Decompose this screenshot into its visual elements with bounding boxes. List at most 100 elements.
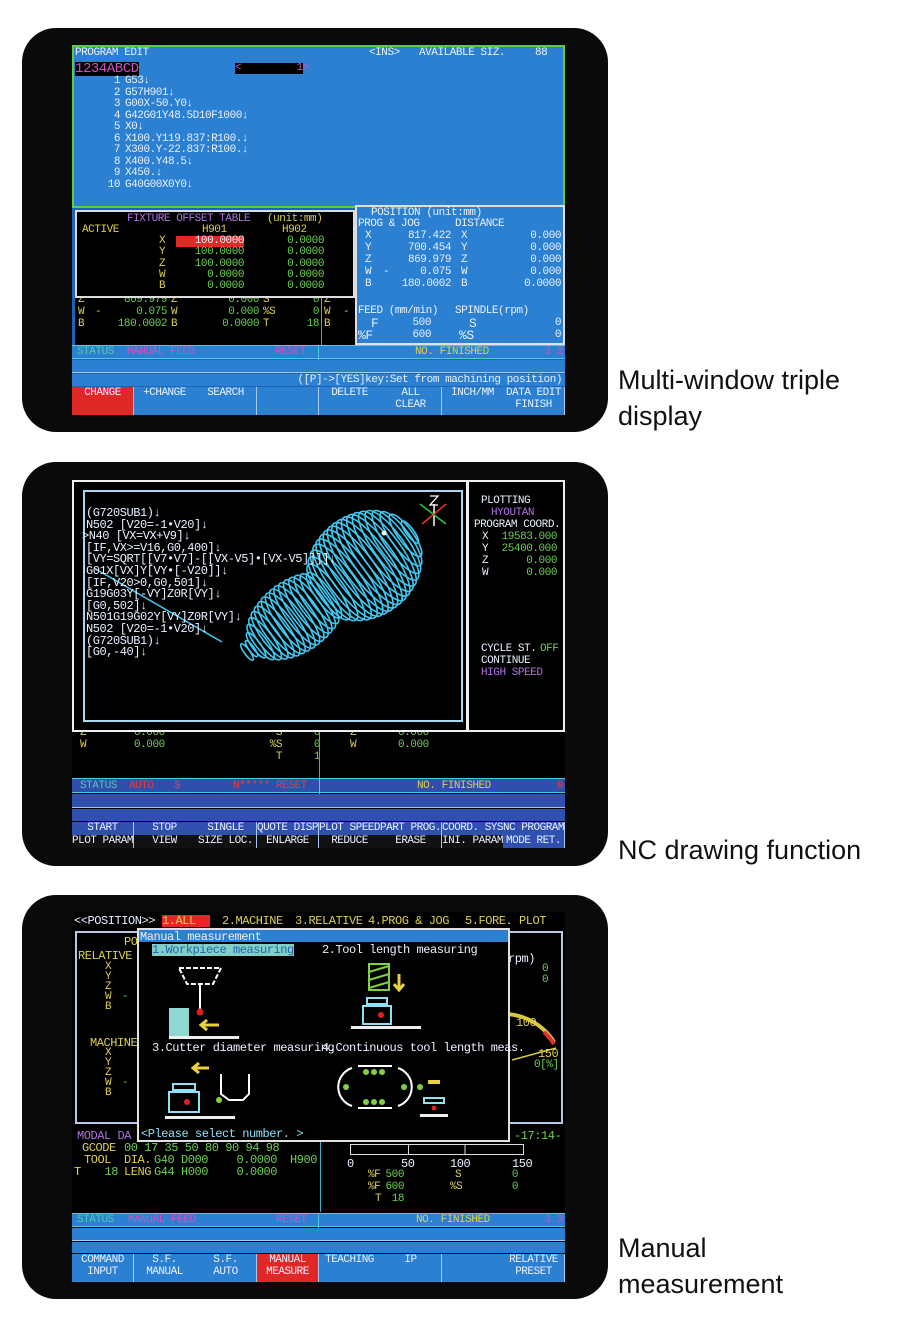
screen2-top-softkey-6[interactable]: PART PROG. <box>380 822 442 835</box>
position-tab-1[interactable]: 1.ALL <box>162 915 210 927</box>
line-number: 7 <box>113 144 121 156</box>
program-line[interactable]: X300.Y-22.837:R100.↓ <box>125 144 249 156</box>
nc-code-line: G19G03Y[-VY]Z0R[VY]↓ <box>86 587 222 602</box>
offset-value-h902[interactable]: 0.0000 <box>287 268 324 281</box>
screen1-softkey-6[interactable]: ALL CLEAR <box>380 387 442 415</box>
screen2-bottom-softkey-2[interactable]: VIEW <box>134 835 196 848</box>
axis-label: Z <box>105 1067 112 1079</box>
program-line[interactable]: G53↓ <box>125 75 150 87</box>
offset-value-h902[interactable]: 0.0000 <box>287 235 324 247</box>
screen2-top-softkey-2[interactable]: STOP <box>134 822 196 835</box>
offset-value-h902[interactable]: 0.0000 <box>287 257 324 270</box>
status-mode: MANUAL FEED <box>128 1214 196 1226</box>
screen2-top-softkey-8[interactable]: NC PROGRAM <box>503 822 565 835</box>
program-line[interactable]: G42G01Y48.5D10F1000↓ <box>125 109 249 122</box>
screen2-top-softkey-4[interactable]: QUOTE DISP <box>257 822 319 835</box>
screen2-bottom-softkey-5[interactable]: REDUCE <box>319 835 381 848</box>
screen2-top-softkey-3[interactable]: SINGLE <box>195 822 257 835</box>
screen2-bottom-softkey-1[interactable]: PLOT PARAM <box>72 835 134 848</box>
offset-axis-label: B <box>159 280 166 293</box>
position-value: 0.075 <box>136 306 167 318</box>
screen1-softkey-1[interactable]: CHANGE <box>72 387 134 415</box>
position-tab-4[interactable]: 4.PROG & JOG <box>368 914 450 928</box>
dia-label: DIA. <box>124 1153 152 1167</box>
position-tab-5[interactable]: 5.FORE. PLOT <box>465 914 547 928</box>
offset-value-h901[interactable]: 100.0000 <box>176 236 244 247</box>
screen1-softkey-5[interactable]: DELETE <box>319 387 381 415</box>
screen2-top-softkey-1[interactable]: START <box>72 822 134 835</box>
program-line[interactable]: X450.↓ <box>125 167 162 179</box>
offset-value-h902[interactable]: 0.0000 <box>287 280 324 293</box>
spindle-label: S <box>455 1169 462 1181</box>
screen2-top-softkey-7[interactable]: COORD. SYS <box>442 822 504 835</box>
spindle-value: 0 <box>313 739 321 751</box>
screen3-softkey-8[interactable]: RELATIVE PRESET <box>503 1254 565 1282</box>
block-number-field[interactable]: < 1> <box>235 62 309 74</box>
program-line[interactable]: G57H901↓ <box>125 86 175 99</box>
screen3-softkey-7[interactable] <box>442 1254 504 1282</box>
offset-axis-label: X <box>159 235 166 247</box>
measurement-option-4[interactable]: 4.Continuous tool length meas. <box>322 1041 525 1055</box>
offset-value-h901[interactable]: 100.0000 <box>194 257 245 270</box>
screen3-softkey-3[interactable]: S.F. AUTO <box>195 1254 257 1282</box>
screen1-softkey-7[interactable]: INCH/MM <box>442 387 504 415</box>
status-state: RESET <box>276 1214 307 1226</box>
screen3-softkey-2[interactable]: S.F. MANUAL <box>134 1254 196 1282</box>
program-line[interactable]: G00X-50.Y0↓ <box>125 98 193 110</box>
position-tab-0[interactable]: <<POSITION>> <box>74 914 156 928</box>
screen1-softkey-3[interactable]: SEARCH <box>195 387 257 415</box>
program-line[interactable]: X100.Y119.837:R100.↓ <box>125 132 249 145</box>
contour-line <box>264 592 312 652</box>
offset-value-h901[interactable]: 0.0000 <box>207 268 244 281</box>
measurement-option-3[interactable]: 3.Cutter diameter measuring <box>152 1041 335 1055</box>
screen2-bottom-softkey-7[interactable]: INI. PARAM <box>442 835 504 848</box>
position-value: 0.000 <box>134 739 165 751</box>
position-tab-3[interactable]: 3.RELATIVE <box>295 914 363 928</box>
program-line[interactable]: X400.Y48.5↓ <box>125 155 193 168</box>
machine-label: MACHINE <box>90 1036 138 1050</box>
screen3-softkey-4[interactable]: MANUAL MEASURE <box>257 1254 319 1282</box>
prompt-message: <Please select number. > <box>141 1127 304 1141</box>
screen3-softkey-6[interactable]: IP <box>380 1254 442 1282</box>
distance-value: 0.000 <box>228 298 259 306</box>
screen2-bottom-softkey-4[interactable]: ENLARGE <box>257 835 319 848</box>
offset-value-h901[interactable]: 0.0000 <box>207 280 244 293</box>
scale-tick-label: 150 <box>512 1157 533 1171</box>
screen1-softkey-4[interactable] <box>257 387 319 415</box>
screen2-top-softkey-5[interactable]: PLOT SPEED <box>319 822 381 835</box>
screen2-bottom-softkey-3[interactable]: SIZE LOC. <box>195 835 257 848</box>
finished-label: NO. FINISHED <box>416 1214 490 1226</box>
position-tab-2[interactable]: 2.MACHINE <box>222 914 283 928</box>
contour-line <box>250 610 289 660</box>
program-name-field[interactable]: 1234ABCD <box>75 61 139 77</box>
axis-label: W <box>78 306 85 318</box>
program-line[interactable]: X0↓ <box>125 121 144 133</box>
spindle-label: T <box>275 751 283 763</box>
contour-line <box>273 584 321 646</box>
screen1-softkey-2[interactable]: +CHANGE <box>134 387 196 415</box>
plot-program-name: HYOUTAN <box>491 507 535 519</box>
input-line[interactable] <box>72 794 565 808</box>
screen2-bottom-softkey-6[interactable]: ERASE <box>380 835 442 848</box>
screen3-softkey-5[interactable]: TEACHING <box>319 1254 381 1282</box>
message-line: ([P]->[YES]key:Set from machining positi… <box>72 374 565 386</box>
finished-label: NO. FINISHED <box>417 780 491 792</box>
input-line[interactable] <box>72 360 565 373</box>
program-line[interactable]: G40G00X0Y0↓ <box>125 178 193 191</box>
offset-value-h901[interactable]: 100.0000 <box>194 246 245 259</box>
measurement-option-1[interactable]: 1.Workpiece measuring <box>152 943 294 957</box>
spindle-value: 0 <box>313 732 321 739</box>
measurement-option-2[interactable]: 2.Tool length measuring <box>322 943 478 957</box>
input-line[interactable] <box>72 1228 565 1241</box>
screen1-softkey-8[interactable]: DATA EDIT FINISH <box>503 387 565 415</box>
contour-line <box>371 509 422 575</box>
position-value: 0.000 <box>398 732 429 739</box>
screen2-bottom-softkey-8[interactable]: MODE RET. <box>503 835 565 848</box>
screen3-softkey-1[interactable]: COMMAND INPUT <box>72 1254 134 1282</box>
divider <box>318 346 319 360</box>
scale-tick-label: 0 <box>347 1157 354 1171</box>
axis-label: Z <box>80 732 87 739</box>
offset-value-h902[interactable]: 0.0000 <box>287 246 324 259</box>
axis-label: Y <box>105 1057 112 1069</box>
dialog-title: Manual measurement <box>140 930 262 944</box>
